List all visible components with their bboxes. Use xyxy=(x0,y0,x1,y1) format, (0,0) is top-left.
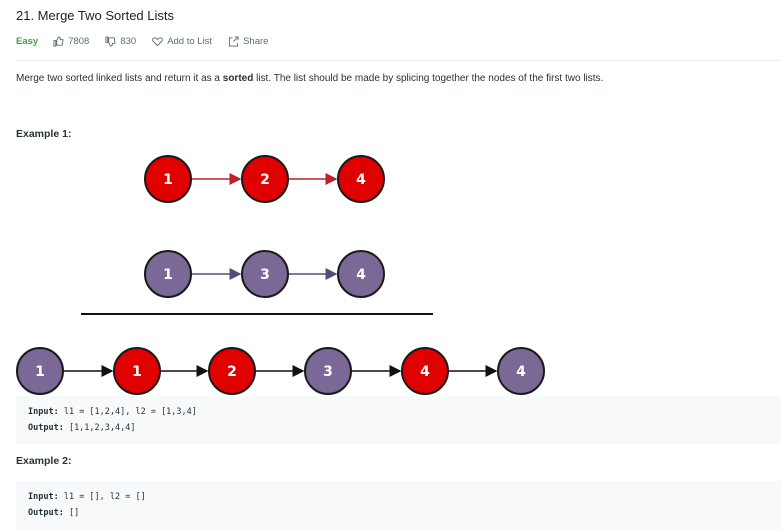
svg-text:1: 1 xyxy=(163,172,173,188)
difficulty-badge: Easy xyxy=(16,35,39,47)
svg-text:4: 4 xyxy=(356,172,366,188)
share-label: Share xyxy=(243,35,269,47)
example-2-output-label: Output: xyxy=(28,508,64,518)
merged-node-1: 1 xyxy=(16,347,64,395)
like-count: 7808 xyxy=(68,35,90,47)
svg-text:1: 1 xyxy=(132,364,142,380)
like-button[interactable]: 7808 xyxy=(53,36,89,47)
svg-text:3: 3 xyxy=(260,267,270,283)
svg-text:4: 4 xyxy=(420,364,430,380)
list1-node-1: 1 xyxy=(144,155,192,203)
example-1-output-label: Output: xyxy=(28,423,64,433)
description-text-2: list. The list should be made by splicin… xyxy=(253,73,604,84)
list1-node-3: 4 xyxy=(337,155,385,203)
description-bold: sorted xyxy=(222,73,254,84)
merged-node-4: 3 xyxy=(304,347,352,395)
problem-meta-bar: Easy 7808 830 Add to List Share xyxy=(16,34,284,48)
header-divider xyxy=(16,60,781,61)
problem-title: 21. Merge Two Sorted Lists xyxy=(16,8,175,23)
dislike-count: 830 xyxy=(120,35,137,47)
merge-lists-diagram: 1 2 4 1 3 4 1 1 2 3 4 4 xyxy=(16,155,545,395)
example-2-output-value: [] xyxy=(63,508,80,518)
svg-text:2: 2 xyxy=(260,172,270,188)
list2-node-2: 3 xyxy=(241,250,289,298)
thumbs-down-icon xyxy=(105,35,116,47)
example-1-title: Example 1: xyxy=(16,128,72,140)
share-icon xyxy=(228,35,239,47)
merged-node-5: 4 xyxy=(401,347,449,395)
heart-icon xyxy=(152,36,163,46)
example-2-code-block: Input: l1 = [], l2 = [] Output: [] xyxy=(16,481,781,530)
example-1-code-block: Input: l1 = [1,2,4], l2 = [1,3,4] Output… xyxy=(16,396,781,444)
svg-text:4: 4 xyxy=(516,364,526,380)
description-text-1: Merge two sorted linked lists and return… xyxy=(16,73,223,84)
dislike-button[interactable]: 830 xyxy=(105,36,136,47)
merged-node-2: 1 xyxy=(113,347,161,395)
list2-node-3: 4 xyxy=(337,250,385,298)
add-to-list-button[interactable]: Add to List xyxy=(152,36,212,47)
add-to-list-label: Add to List xyxy=(167,35,213,47)
svg-text:1: 1 xyxy=(163,267,173,283)
merged-node-6: 4 xyxy=(497,347,545,395)
problem-description: Merge two sorted linked lists and return… xyxy=(16,73,603,84)
example-2-input-value: l1 = [], l2 = [] xyxy=(58,492,146,502)
thumbs-up-icon xyxy=(53,35,64,47)
svg-text:4: 4 xyxy=(356,267,366,283)
example-1-input-value: l1 = [1,2,4], l2 = [1,3,4] xyxy=(58,407,197,417)
svg-text:1: 1 xyxy=(35,364,45,380)
merged-node-3: 2 xyxy=(208,347,256,395)
svg-text:2: 2 xyxy=(227,364,237,380)
svg-text:3: 3 xyxy=(323,364,333,380)
share-button[interactable]: Share xyxy=(228,36,268,47)
example-1-input-label: Input: xyxy=(28,407,59,417)
example-2-input-label: Input: xyxy=(28,492,59,502)
example-1-output-value: [1,1,2,3,4,4] xyxy=(63,423,136,433)
list1-node-2: 2 xyxy=(241,155,289,203)
example-2-title: Example 2: xyxy=(16,455,72,467)
list2-node-1: 1 xyxy=(144,250,192,298)
